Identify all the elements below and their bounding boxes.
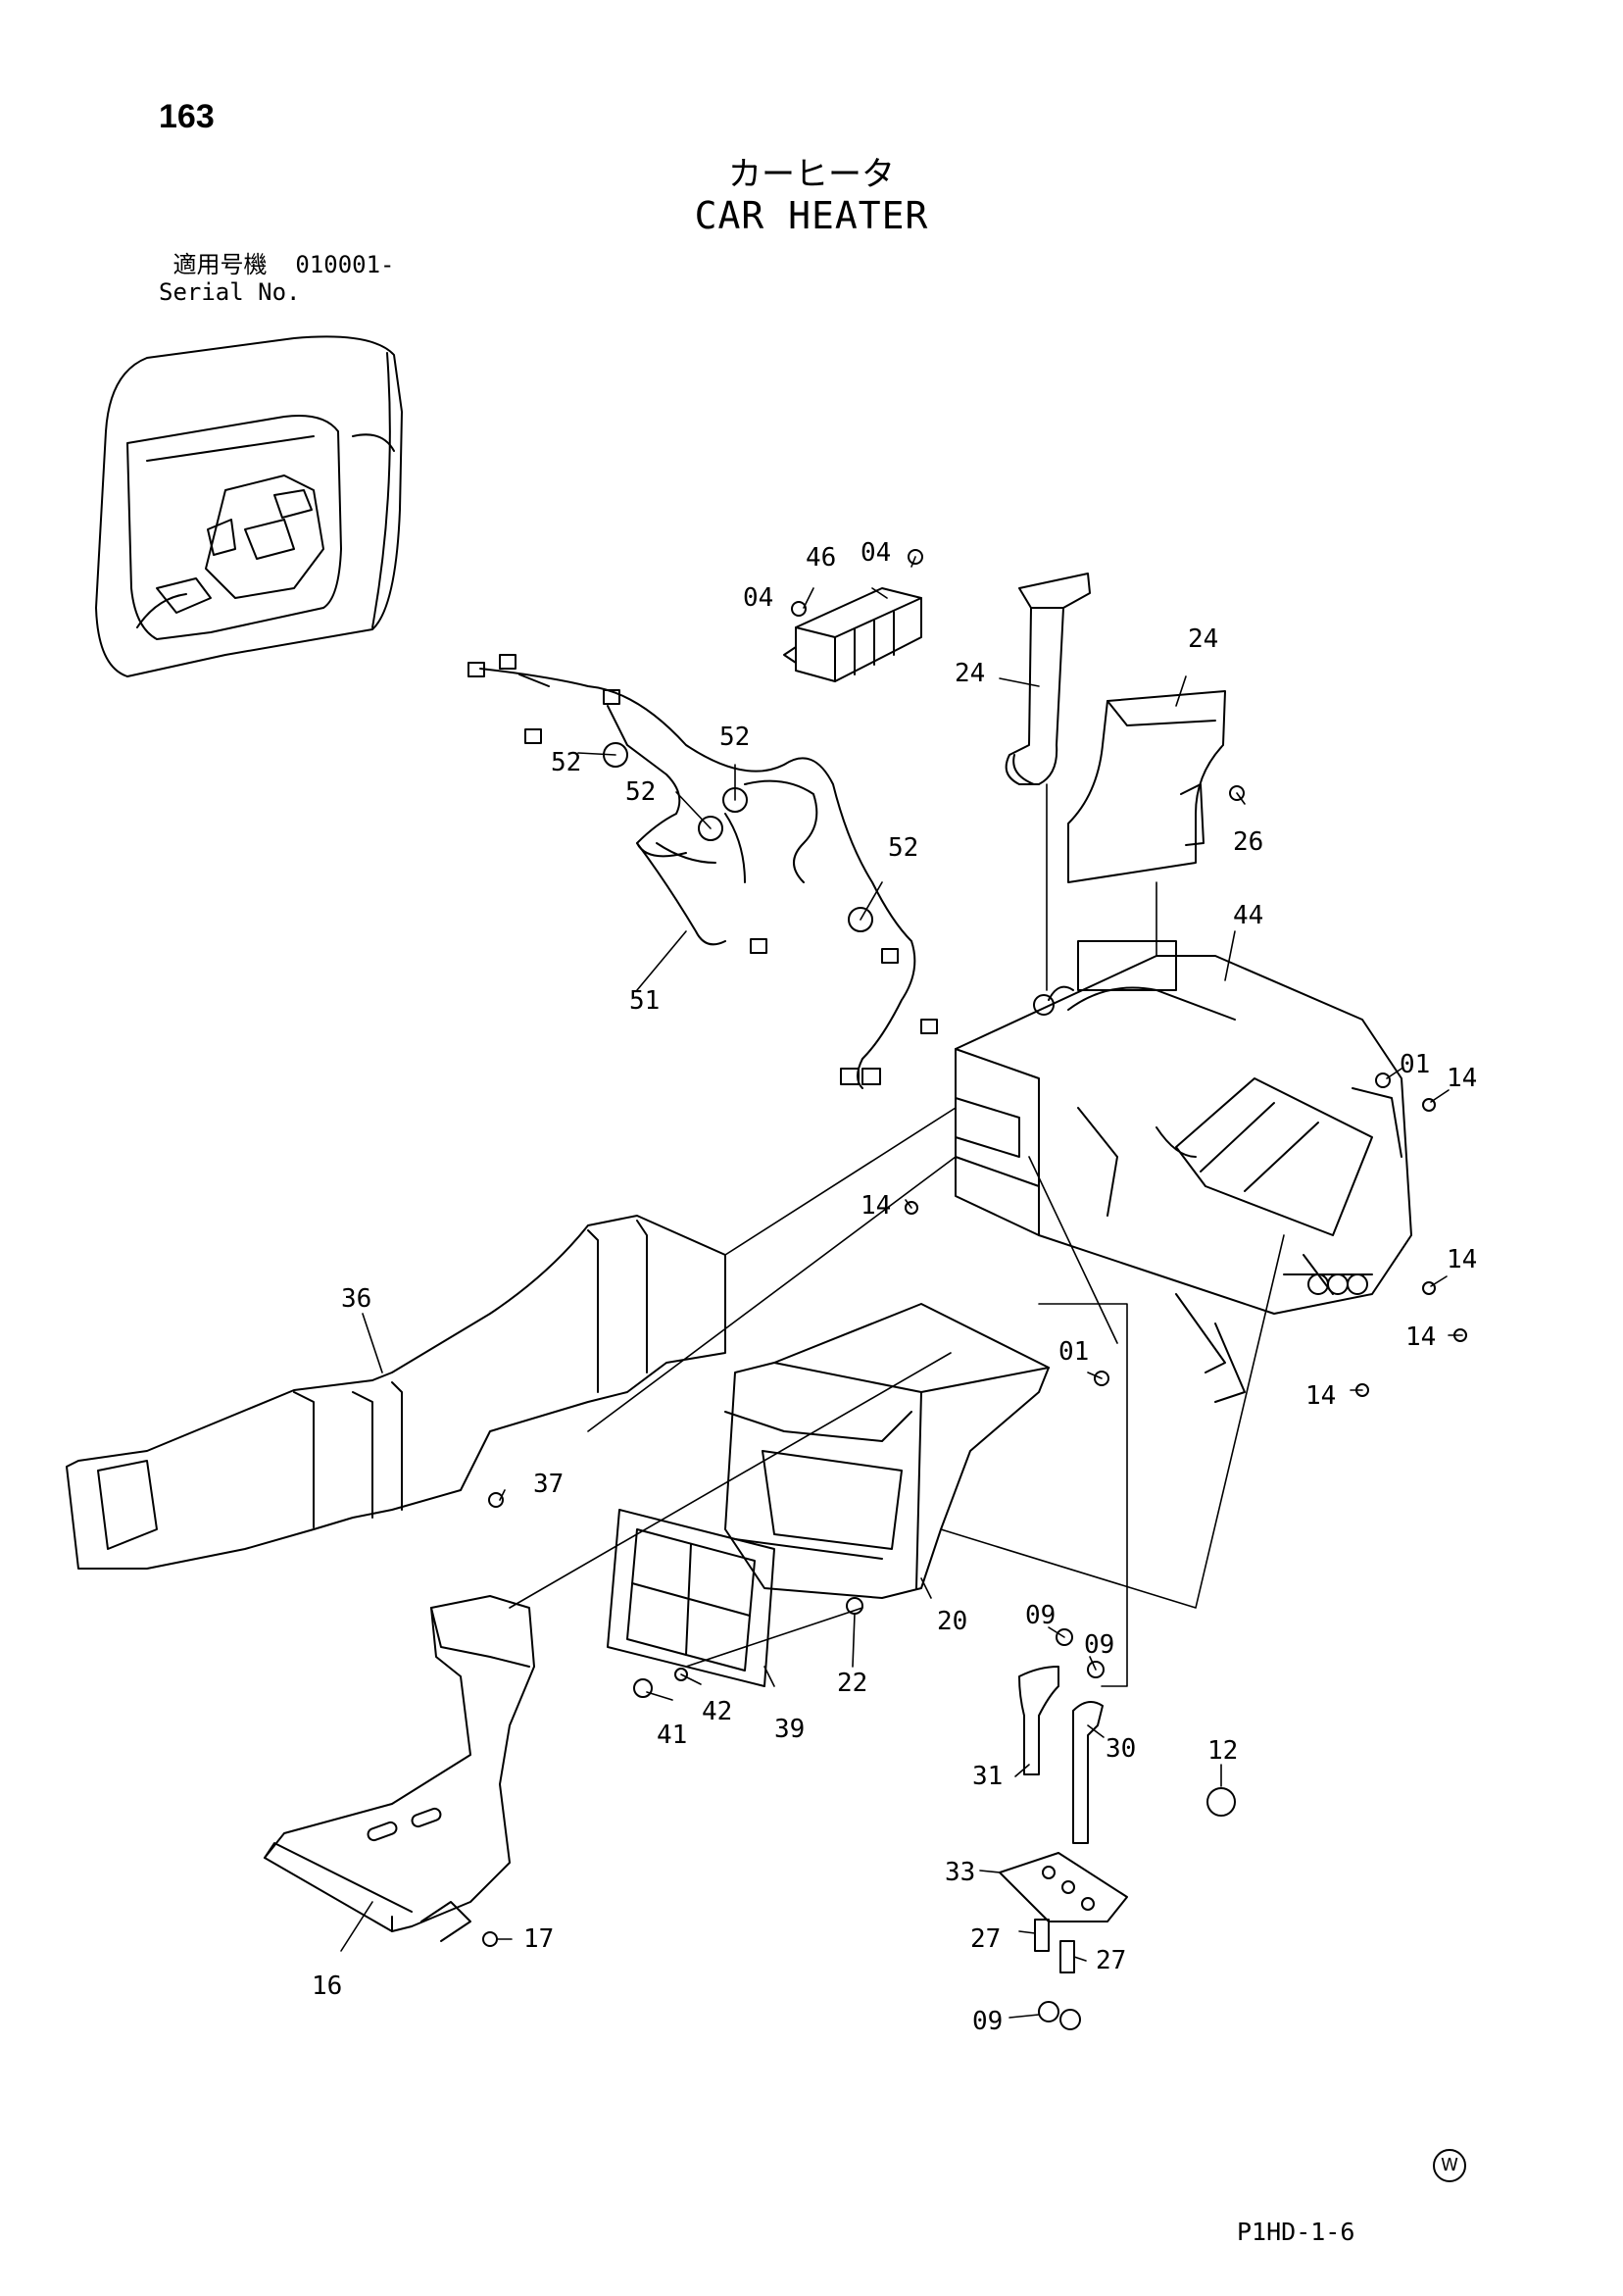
- part-01-screw-upper: [1375, 1073, 1391, 1088]
- serial-row-jp: 適用号機 010001-: [159, 251, 395, 278]
- part-24-side-duct: [1067, 690, 1226, 883]
- part-33-plate: [999, 1852, 1128, 1922]
- part-27-fitting-1: [1034, 1919, 1050, 1952]
- part-26-screw: [1229, 785, 1245, 801]
- title-english: CAR HEATER: [694, 194, 929, 237]
- w-circle-mark: W: [1433, 2149, 1466, 2182]
- callout-46-box: 46: [806, 543, 836, 573]
- serial-block: 適用号機 010001- Serial No.: [159, 251, 395, 306]
- serial-label-en: Serial No.: [159, 278, 301, 306]
- part-09-clip-3: [1038, 2001, 1059, 2022]
- part-37-screw: [488, 1492, 504, 1508]
- callout-01-screw-upper: 01: [1400, 1050, 1430, 1079]
- part-01-screw-lower: [1094, 1371, 1109, 1386]
- callout-52-clamp-b: 52: [551, 748, 581, 777]
- callout-24-duct: 24: [1188, 624, 1218, 654]
- callout-33-plate: 33: [945, 1858, 975, 1887]
- callout-37-screw: 37: [533, 1470, 564, 1499]
- page-number: 163: [159, 98, 215, 135]
- document-code: P1HD-1-6: [1237, 2218, 1355, 2246]
- part-39-filter: [607, 1509, 775, 1687]
- part-09-clip-4: [1059, 2009, 1081, 2030]
- part-46-control-box: [783, 587, 922, 682]
- part-16-floor-duct: [264, 1595, 535, 1942]
- callout-32-duct: 24: [955, 659, 985, 688]
- callout-labels: 46 04 04 24 24 52 52 52 52 26 44 51 01 1…: [312, 538, 1477, 2036]
- callout-41-knob: 41: [657, 1721, 687, 1750]
- callout-09-clip-3: 09: [972, 2007, 1003, 2036]
- part-20-filter-case: [724, 1303, 1050, 1599]
- callout-42-screw: 42: [702, 1697, 732, 1726]
- callout-52-clamp-a: 52: [719, 723, 750, 752]
- serial-value: 010001-: [295, 251, 395, 278]
- callout-39-filter: 39: [774, 1715, 805, 1744]
- callout-12-cap: 12: [1207, 1736, 1238, 1766]
- part-36-front-duct: [66, 1215, 726, 1570]
- callout-14-plug-1: 14: [1447, 1064, 1477, 1093]
- part-41-knob: [633, 1678, 653, 1698]
- callout-26-screw: 26: [1233, 827, 1263, 857]
- part-31-hose: [1018, 1666, 1059, 1775]
- part-14-plug-2: [905, 1201, 918, 1215]
- callout-09-clip-1: 09: [1025, 1601, 1056, 1630]
- callout-14-plug-4: 14: [1405, 1323, 1436, 1352]
- serial-label-jp: 適用号機: [172, 251, 268, 278]
- callout-14-plug-2: 14: [861, 1191, 891, 1221]
- part-04-screw-left: [791, 601, 807, 617]
- callout-22-screw: 22: [837, 1669, 867, 1698]
- cab-overview-illustration: [95, 335, 403, 677]
- assembly-reference-lines: [509, 783, 1285, 1687]
- part-04-screw-right: [908, 549, 923, 565]
- title-japanese: カーヒータ: [728, 155, 895, 194]
- part-12-cap: [1206, 1787, 1236, 1817]
- part-17-screw: [482, 1931, 498, 1947]
- part-42-screw: [674, 1668, 688, 1681]
- part-44-heater-unit: [955, 940, 1412, 1403]
- part-30-hose: [1072, 1701, 1104, 1844]
- callout-30-hose: 30: [1106, 1734, 1136, 1764]
- callout-51-harness: 51: [629, 986, 660, 1016]
- leader-lines: [340, 556, 1463, 2019]
- part-14-plug-1: [1422, 1098, 1436, 1112]
- part-14-plug-3: [1422, 1281, 1436, 1295]
- callout-52-clamp-d: 52: [888, 833, 918, 863]
- callout-31-hose: 31: [972, 1762, 1003, 1791]
- callout-44-heater-unit: 44: [1233, 901, 1263, 930]
- callout-27-fitting-1: 27: [970, 1924, 1001, 1954]
- callout-04-screw-right: 04: [861, 538, 891, 568]
- part-09-clip-1: [1056, 1628, 1073, 1646]
- callout-16-floor-duct: 16: [312, 1972, 342, 2001]
- callout-09-clip-2: 09: [1084, 1630, 1114, 1660]
- callout-52-clamp-c: 52: [625, 777, 656, 807]
- part-32-defroster-duct: [1005, 573, 1091, 785]
- part-22-screw: [846, 1597, 863, 1615]
- callout-14-plug-3: 14: [1447, 1245, 1477, 1274]
- callout-04-screw-left: 04: [743, 583, 773, 613]
- callout-17-screw: 17: [523, 1924, 554, 1954]
- callout-20-filter-case: 20: [937, 1607, 967, 1636]
- callout-27-fitting-2: 27: [1096, 1946, 1126, 1975]
- part-27-fitting-2: [1059, 1940, 1075, 1973]
- callout-14-plug-5: 14: [1305, 1381, 1336, 1411]
- part-51-wire-harness: [467, 654, 938, 1089]
- callout-36-duct: 36: [341, 1284, 371, 1314]
- callout-01-screw-lower: 01: [1058, 1337, 1089, 1367]
- part-09-clip-2: [1087, 1661, 1105, 1678]
